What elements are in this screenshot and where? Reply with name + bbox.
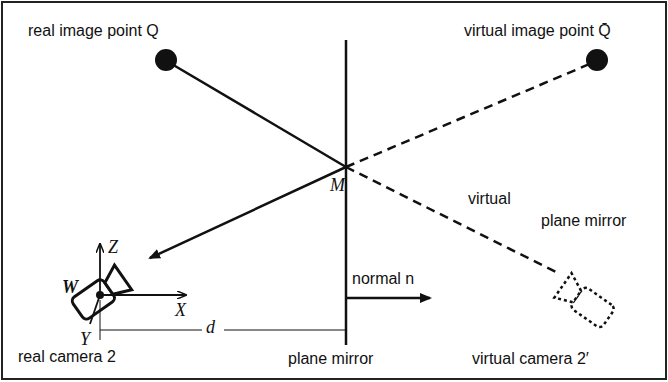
axis-label: Y [80,330,90,350]
axis-label: Z [108,238,118,258]
normal-label: normal n [352,270,414,288]
camera-label: virtual camera 2′ [472,350,589,368]
camera-label: real camera 2 [18,348,116,366]
point-name: M [330,176,345,196]
frame-label: W [62,278,78,298]
point-label: virtual image point Q̄ [464,22,611,40]
dimension-label: d [206,318,215,338]
mirror-label: virtual [468,190,511,208]
mirror-label: plane mirror [541,212,626,230]
point-label: real image point Q [28,22,159,40]
axis-label: X [175,301,186,321]
mirror-label: plane mirror [288,350,373,368]
